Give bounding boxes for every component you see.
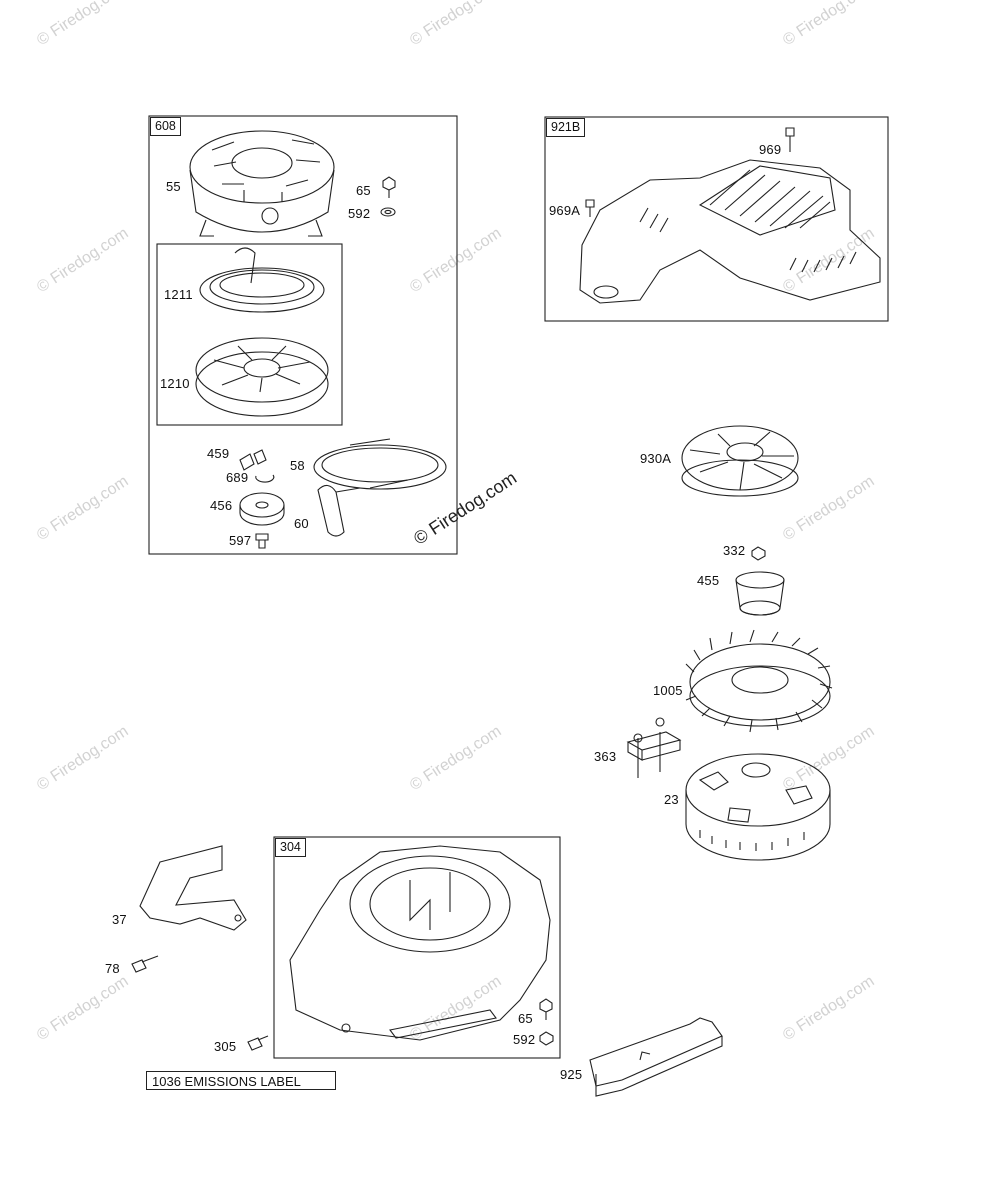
part-label-1210: 1210 bbox=[160, 376, 190, 391]
rope-58 bbox=[313, 438, 447, 490]
part-label-925: 925 bbox=[560, 1067, 583, 1082]
cup-456 bbox=[239, 492, 285, 526]
emissions-label-note: 1036 EMISSIONS LABEL bbox=[146, 1071, 336, 1090]
cup-455 bbox=[735, 571, 785, 616]
screw-305 bbox=[247, 1035, 269, 1051]
blower-housing-921b bbox=[579, 159, 881, 304]
part-label-459: 459 bbox=[207, 446, 230, 461]
part-label-592: 592 bbox=[348, 206, 371, 221]
part-label-305: 305 bbox=[214, 1039, 237, 1054]
bracket-363 bbox=[626, 717, 682, 778]
part-label-60: 60 bbox=[294, 516, 309, 531]
screw-969 bbox=[785, 127, 795, 152]
screen-930a bbox=[681, 425, 799, 497]
fan-1005 bbox=[685, 629, 833, 733]
flywheel-23 bbox=[685, 753, 831, 861]
handle-60 bbox=[317, 484, 361, 537]
frame-608 bbox=[148, 115, 458, 555]
pulley-1210 bbox=[195, 337, 329, 417]
part-label-689: 689 bbox=[226, 470, 249, 485]
part-label-78: 78 bbox=[105, 961, 120, 976]
part-label-1005: 1005 bbox=[653, 683, 683, 698]
assembly-label-304: 304 bbox=[275, 838, 306, 857]
part-label-1211: 1211 bbox=[164, 287, 193, 302]
assembly-label-921b: 921B bbox=[546, 118, 586, 137]
screw-597 bbox=[255, 533, 269, 549]
part-label-597: 597 bbox=[229, 533, 252, 548]
blower-housing-304 bbox=[289, 845, 551, 1041]
nut-332 bbox=[751, 546, 766, 561]
nut-592b bbox=[539, 1031, 554, 1046]
part-label-65b: 65 bbox=[518, 1011, 533, 1026]
part-label-332: 332 bbox=[723, 543, 746, 558]
rewind-housing-55 bbox=[189, 130, 335, 237]
assembly-label-608: 608 bbox=[150, 117, 181, 136]
screw-78 bbox=[131, 955, 159, 973]
part-label-65: 65 bbox=[356, 183, 371, 198]
part-label-37: 37 bbox=[112, 912, 127, 927]
part-label-455: 455 bbox=[697, 573, 720, 588]
frame-1210-1211 bbox=[156, 243, 343, 426]
dog-459 bbox=[239, 449, 267, 471]
nut-592 bbox=[380, 207, 396, 217]
part-label-969: 969 bbox=[759, 142, 782, 157]
guard-925 bbox=[589, 1017, 723, 1097]
spring-1211 bbox=[199, 247, 325, 313]
bolt-65b bbox=[539, 998, 553, 1020]
part-label-363: 363 bbox=[594, 749, 617, 764]
part-label-23: 23 bbox=[664, 792, 679, 807]
screw-969a bbox=[585, 199, 595, 217]
part-label-969a: 969A bbox=[549, 203, 581, 218]
spring-689 bbox=[255, 474, 275, 483]
part-label-456: 456 bbox=[210, 498, 233, 513]
part-label-592b: 592 bbox=[513, 1032, 536, 1047]
baffle-37 bbox=[139, 845, 247, 931]
part-label-58: 58 bbox=[290, 458, 305, 473]
part-label-930a: 930A bbox=[640, 451, 672, 466]
part-label-55: 55 bbox=[166, 179, 181, 194]
frame-921b bbox=[544, 116, 889, 322]
bolt-65 bbox=[382, 176, 396, 198]
frame-304 bbox=[273, 836, 561, 1059]
